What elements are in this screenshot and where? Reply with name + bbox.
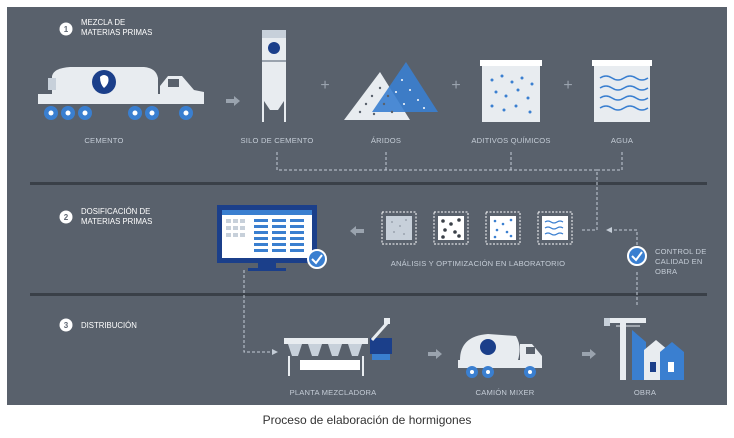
dashed-connector [243, 152, 638, 353]
label-control-3: OBRA [655, 267, 678, 276]
label-obra: OBRA [634, 388, 657, 397]
monitor-icon [217, 205, 317, 271]
label-aditivos: ADITIVOS QUÍMICOS [471, 136, 550, 145]
mixer-truck-icon [458, 334, 542, 378]
flow-arrow-icon [582, 349, 596, 359]
section-divider-2 [30, 293, 707, 296]
step-2-title-line2: MATERIAS PRIMAS [81, 217, 152, 226]
cement-truck-icon [38, 67, 204, 120]
label-control-2: CALIDAD EN [655, 257, 703, 266]
flow-arrow-icon [428, 349, 442, 359]
svg-text:2: 2 [64, 213, 69, 222]
water-icon [592, 60, 652, 122]
lab-sample-additives-icon [485, 211, 521, 245]
mixing-plant-icon [284, 318, 392, 376]
arrowhead-icon [606, 227, 612, 233]
label-control-1: CONTROL DE [655, 247, 707, 256]
plus-icon: + [563, 77, 572, 94]
silo-icon [262, 30, 286, 122]
plus-icon: + [451, 77, 460, 94]
flow-arrow-icon [226, 96, 240, 106]
step-2-marker: 2 [59, 210, 73, 224]
quality-check-icon [627, 246, 647, 266]
step-3-title: DISTRIBUCIÓN [81, 321, 137, 330]
svg-text:1: 1 [64, 25, 69, 34]
label-planta: PLANTA MEZCLADORA [290, 388, 378, 397]
step-2-title-line1: DOSIFICACIÓN DE [81, 207, 150, 216]
lab-sample-cement-icon [381, 211, 417, 245]
step-1-marker: 1 [59, 22, 73, 36]
label-analisis: ANÁLISIS Y OPTIMIZACIÓN EN LABORATORIO [391, 259, 566, 268]
lab-sample-water-icon [537, 211, 573, 245]
check-badge-icon [307, 249, 327, 269]
label-silo: SILO DE CEMENTO [241, 136, 314, 145]
arrowhead-icon [272, 349, 278, 355]
label-agua: AGUA [611, 136, 634, 145]
figure-caption: Proceso de elaboración de hormigones [262, 413, 472, 427]
construction-site-icon [604, 318, 684, 380]
aggregates-icon [344, 62, 438, 120]
lab-sample-aggregates-icon [433, 211, 469, 245]
step-3-marker: 3 [59, 318, 73, 332]
additives-icon [480, 60, 542, 122]
plus-icon: + [320, 77, 329, 94]
svg-text:3: 3 [64, 321, 69, 330]
label-aridos: ÁRIDOS [371, 136, 401, 145]
flow-arrow-left-icon [350, 226, 364, 236]
step-1-title-line1: MEZCLA DE [81, 18, 125, 27]
label-camion: CAMIÓN MIXER [476, 388, 535, 397]
label-cemento: CEMENTO [84, 136, 123, 145]
section-divider-1 [30, 182, 707, 185]
step-1-title-line2: MATERIAS PRIMAS [81, 28, 152, 37]
